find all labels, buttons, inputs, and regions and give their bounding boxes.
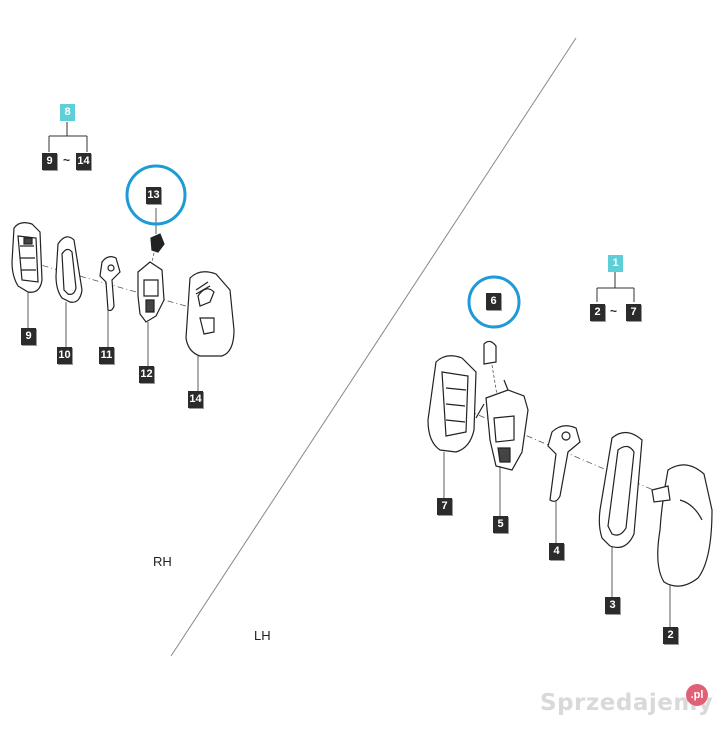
part-callout-10: 10 [57, 347, 72, 364]
rh-leader-lines [27, 208, 199, 392]
lh-screw-axis [491, 364, 498, 396]
rh-part-12-mechanism [137, 261, 165, 323]
rh-assembly-callout: 8 [60, 104, 75, 121]
lh-assembly-callout: 1 [608, 255, 623, 272]
part-callout-6: 6 [486, 293, 501, 310]
rh-part-10-gasket [55, 236, 83, 303]
rh-part-9-housing [11, 222, 43, 293]
rh-range-from-callout: 9 [42, 153, 57, 170]
part-callout-4: 4 [549, 543, 564, 560]
lh-part-3-gasket [598, 431, 643, 549]
rh-group-bracket [48, 122, 88, 152]
lh-range-separator: ~ [610, 304, 618, 318]
divider-line [170, 37, 577, 657]
lh-range-from-callout: 2 [590, 304, 605, 321]
rh-range-separator: ~ [63, 153, 71, 167]
watermark-badge: .pl [686, 684, 708, 706]
rh-part-11-lever [99, 256, 121, 312]
lh-part-2-handle [651, 464, 713, 587]
part-callout-2: 2 [663, 627, 678, 644]
rh-range-to-callout: 14 [76, 153, 91, 170]
lh-group-bracket [596, 272, 635, 302]
lh-leader-lines [443, 452, 671, 628]
part-callout-3: 3 [605, 597, 620, 614]
side-label-lh: LH [254, 628, 271, 643]
lh-part-7-housing [427, 355, 477, 453]
part-callout-9: 9 [21, 328, 36, 345]
lh-part-6-clip [483, 340, 497, 365]
lh-part-4-lever [547, 425, 581, 502]
lh-range-to-callout: 7 [626, 304, 641, 321]
lh-part-5-mechanism [475, 379, 529, 471]
part-callout-11: 11 [99, 347, 114, 364]
part-callout-7: 7 [437, 498, 452, 515]
part-callout-12: 12 [139, 366, 154, 383]
side-label-rh: RH [153, 554, 172, 569]
highlight-circle-6 [467, 275, 521, 329]
part-callout-14: 14 [188, 391, 203, 408]
part-callout-5: 5 [493, 516, 508, 533]
watermark-text: Sprzedajemy [540, 690, 714, 716]
part-callout-13: 13 [146, 187, 161, 204]
rh-part-14-handle [185, 271, 235, 357]
rh-part-13-screw [150, 233, 165, 253]
highlight-circle-13 [125, 164, 187, 226]
